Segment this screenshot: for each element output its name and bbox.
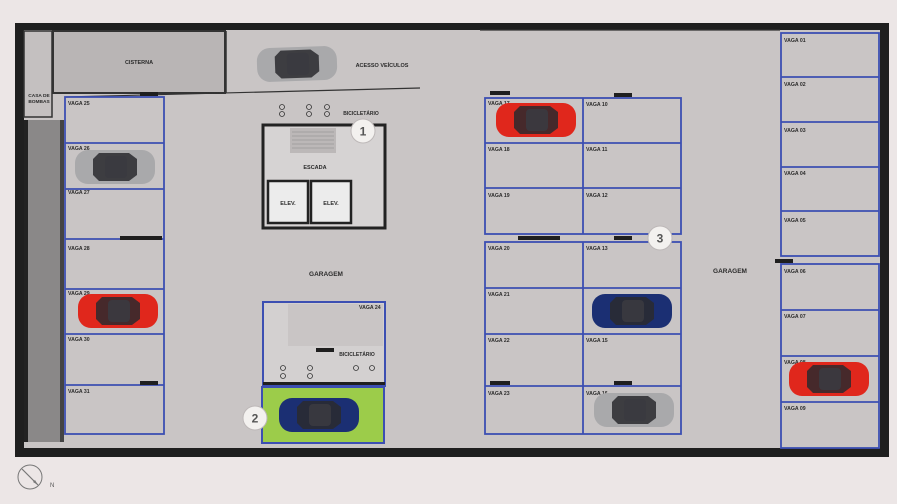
vaga-23-label: VAGA 23: [488, 391, 510, 397]
marker-1-label: 1: [360, 125, 367, 139]
cisterna-room: [52, 30, 226, 94]
car-blue-highlighted: [279, 398, 359, 432]
vaga-30-label: VAGA 30: [68, 337, 90, 343]
car-red-vaga-08: [789, 362, 869, 396]
vaga-20-label: VAGA 20: [488, 246, 510, 252]
vaga-17-label: VAGA 17: [488, 101, 510, 107]
vaga-05-label: VAGA 05: [784, 218, 806, 224]
bicycle-icons-bottom: [280, 365, 375, 379]
garagem-left-label: GARAGEM: [309, 271, 343, 278]
north-label: N: [50, 483, 54, 489]
marker-3-label: 3: [657, 232, 664, 246]
north-compass-icon: N: [17, 464, 54, 490]
car-silver-vaga-16: [594, 393, 674, 427]
elevator-left: [266, 179, 310, 225]
vaga-08-label: VAGA 08: [784, 360, 806, 366]
casa-bombas-room: [23, 30, 53, 118]
elev-left-label: ELEV.: [280, 201, 296, 207]
vaga-07-label: VAGA 07: [784, 314, 806, 320]
marker-2-label: 2: [252, 412, 259, 426]
vaga-06-label: VAGA 06: [784, 269, 806, 275]
vaga-13-label: VAGA 13: [586, 246, 608, 252]
vaga-25-label: VAGA 25: [68, 101, 90, 107]
access-ramp-line: [65, 87, 421, 98]
vaga-15-label: VAGA 15: [586, 338, 608, 344]
vaga-24-label: VAGA 24: [359, 305, 381, 311]
vaga-04-label: VAGA 04: [784, 171, 806, 177]
vaga-26-label: VAGA 26: [68, 146, 90, 152]
marker-2[interactable]: 2: [242, 405, 268, 431]
marker-1[interactable]: 1: [350, 118, 376, 144]
acesso-veiculos-label: ACESSO VEÍCULOS: [356, 61, 409, 69]
vaga-12-label: VAGA 12: [586, 193, 608, 199]
car-silver-access: [256, 45, 338, 83]
bicycle-icons-top: [279, 104, 330, 117]
vaga-28-label: VAGA 28: [68, 246, 90, 252]
vaga-03-label: VAGA 03: [784, 128, 806, 134]
elevator-right: [309, 179, 353, 225]
bicicletario-wall: [288, 304, 383, 346]
vaga-18-label: VAGA 18: [488, 147, 510, 153]
left-ramp: [24, 120, 62, 442]
vaga-01-label: VAGA 01: [784, 38, 806, 44]
center-slot-lines: [484, 97, 682, 435]
casa-bombas-label-1: CASA DE: [28, 93, 50, 99]
vaga-31-label: VAGA 31: [68, 389, 90, 395]
car-red-vaga-17: [496, 103, 576, 137]
right-slot-lines: [780, 32, 880, 449]
garage-floor: [24, 30, 880, 448]
garagem-right-label: GARAGEM: [713, 268, 747, 275]
vaga-11-label: VAGA 11: [586, 147, 607, 153]
escada-label: ESCADA: [303, 165, 326, 171]
bicicletario-top-label: BICICLETÁRIO: [343, 110, 379, 117]
casa-bombas-label-2: BOMBAS: [28, 99, 50, 105]
car-red-vaga-29: [78, 294, 158, 328]
vaga-29-label: VAGA 29: [68, 291, 90, 297]
vaga-09-label: VAGA 09: [784, 406, 806, 412]
car-blue-vaga-14: [592, 294, 672, 328]
vaga-27-label: VAGA 27: [68, 190, 90, 196]
left-slot-lines: [64, 96, 165, 435]
wheel-stops: [120, 91, 793, 385]
vaga-10-label: VAGA 10: [586, 102, 608, 108]
vaga-02-label: VAGA 02: [784, 82, 806, 88]
left-ramp-wall: [24, 120, 28, 442]
marker-3[interactable]: 3: [647, 225, 673, 251]
stair-steps: [292, 131, 334, 149]
vaga-22-label: VAGA 22: [488, 338, 510, 344]
vaga-19-label: VAGA 19: [488, 193, 510, 199]
vaga-16-label: VAGA 16: [586, 391, 608, 397]
vaga-21-label: VAGA 21: [488, 292, 510, 298]
bicicletario-bottom-label: BICICLETÁRIO: [339, 351, 375, 358]
left-ramp-edge: [60, 120, 64, 442]
elev-right-label: ELEV.: [323, 201, 339, 207]
car-silver-vaga-26: [75, 150, 155, 184]
cisterna-label: CISTERNA: [125, 60, 153, 66]
